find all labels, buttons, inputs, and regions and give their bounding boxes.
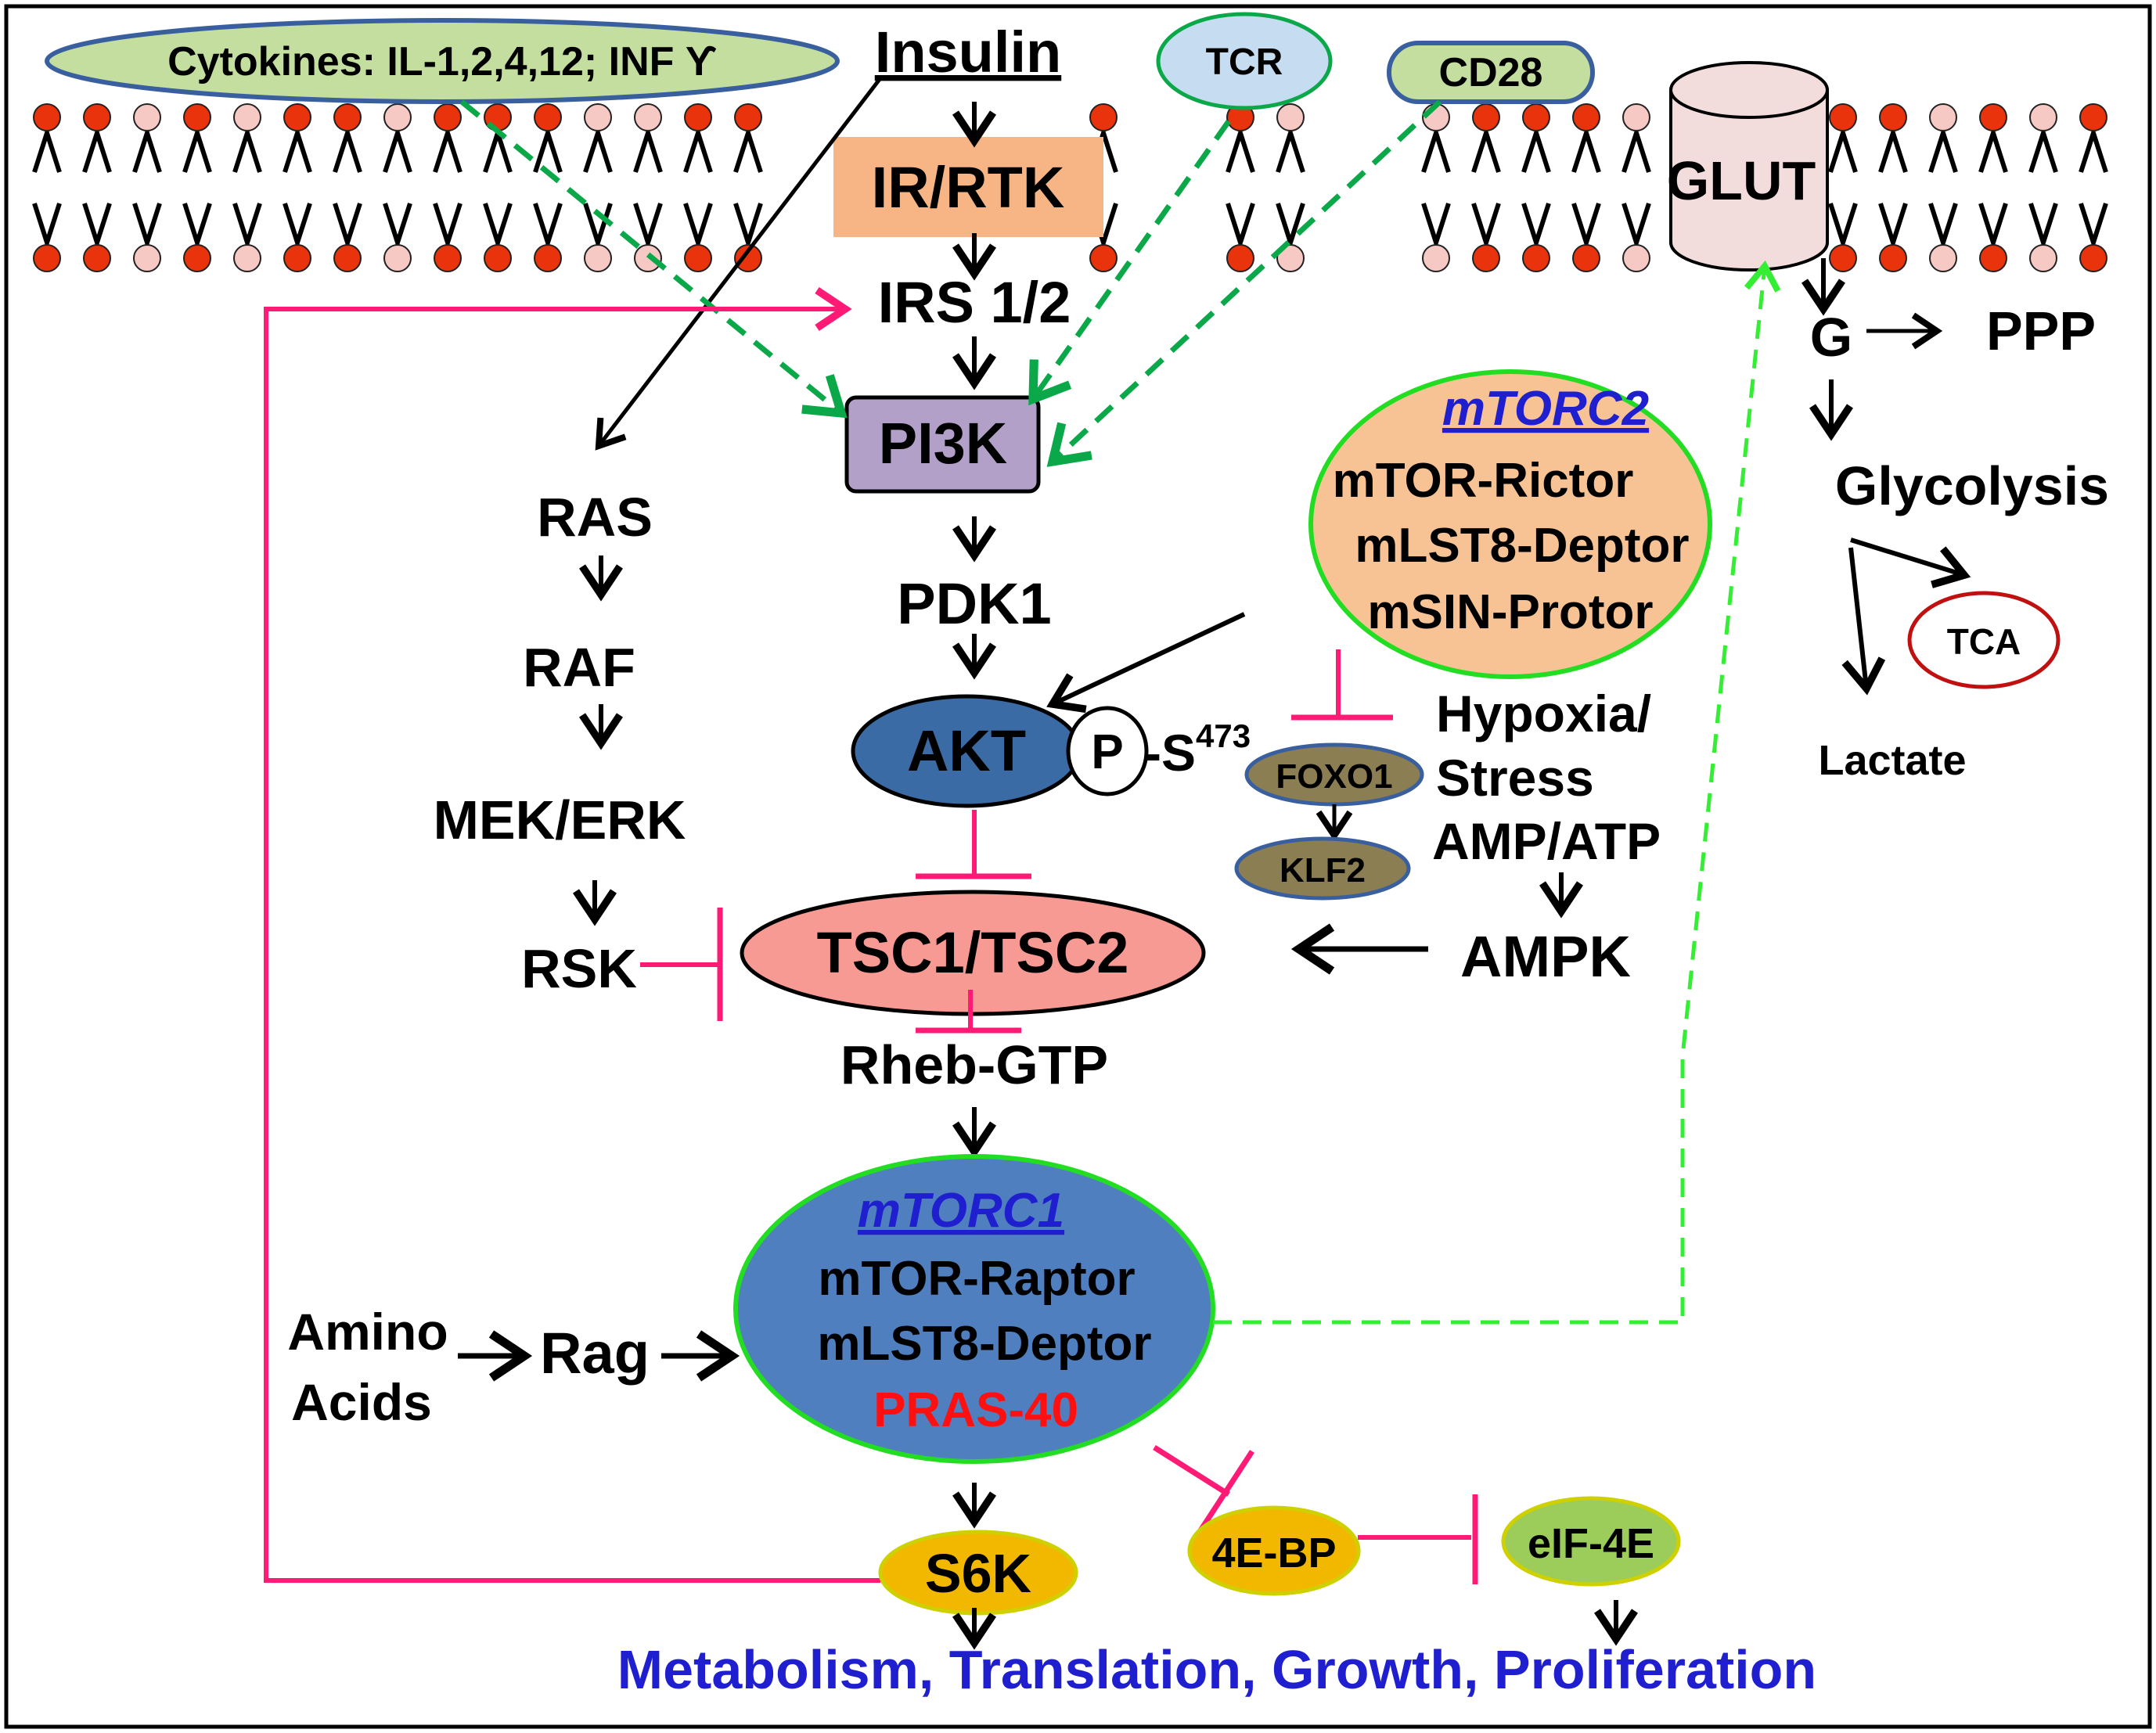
s6k-label: S6K: [925, 1543, 1031, 1604]
insulin-label: Insulin: [875, 20, 1061, 84]
lactate-label: Lactate: [1818, 737, 1966, 784]
klf2-node: [1234, 836, 1411, 901]
phospho-marker: [1066, 706, 1149, 796]
ampk-label: AMPK: [1460, 924, 1631, 989]
phospholipid: [433, 103, 463, 272]
raf-label: RAF: [523, 637, 635, 698]
phospholipid: [1978, 103, 2008, 272]
phospholipid: [533, 103, 563, 272]
phospholipid: [1276, 103, 1305, 272]
cytokines-receptor: [45, 18, 840, 104]
ir-rtk-box: [833, 137, 1103, 237]
outcome-label: Metabolism, Translation, Growth, Prolife…: [617, 1639, 1816, 1700]
phospho-site-text: -S: [1144, 724, 1196, 782]
4e-bp-label: 4E-BP: [1211, 1530, 1336, 1577]
glycolysis-label: Glycolysis: [1835, 455, 2109, 516]
stress-label: Stress: [1436, 749, 1594, 807]
phospholipid: [232, 103, 262, 272]
mek-erk-label: MEK/ERK: [434, 789, 686, 850]
rag-label: Rag: [540, 1321, 650, 1386]
phospholipid: [132, 103, 162, 272]
phospholipid: [1571, 103, 1601, 272]
mtorc1-line2: mLST8-Deptor: [817, 1317, 1151, 1371]
irs-label: IRS 1/2: [878, 270, 1071, 335]
mtorc2-line2: mLST8-Deptor: [1355, 519, 1689, 573]
eif-4e-label: eIF-4E: [1528, 1520, 1654, 1567]
tca-node: [1907, 591, 2061, 689]
glut-label: GLUT: [1667, 150, 1816, 211]
mtorc1-line3: PRAS-40: [873, 1383, 1078, 1437]
phospholipid: [1621, 103, 1651, 272]
mtorc1-complex: [733, 1154, 1215, 1464]
mtorc1-title: mTORC1: [858, 1184, 1064, 1238]
phospholipid: [32, 103, 62, 272]
cytokines-label: Cytokines: IL-1,2,4,12; INF ϒ: [167, 39, 717, 84]
pi3k-label: PI3K: [879, 411, 1008, 476]
phospholipid: [333, 103, 362, 272]
phospholipid: [182, 103, 212, 272]
phospho-p-label: P: [1091, 725, 1123, 779]
phospholipid: [1471, 103, 1501, 272]
akt-label: AKT: [907, 718, 1026, 783]
4e-bp-node: [1187, 1505, 1361, 1596]
ppp-label: PPP: [1986, 300, 2096, 361]
phospholipid: [2079, 103, 2108, 272]
phospholipid: [633, 103, 663, 272]
glut-transporter: GLUT: [1667, 61, 1829, 271]
cell-membrane: [32, 103, 2108, 272]
mtorc1-line1: mTOR-Raptor: [818, 1252, 1135, 1306]
phospholipid: [383, 103, 412, 272]
tsc-label: TSC1/TSC2: [817, 920, 1129, 985]
figure-frame: [4, 4, 2152, 1729]
ir-rtk-label: IR/RTK: [872, 155, 1065, 220]
phospholipid: [1521, 103, 1551, 272]
phospholipid: [82, 103, 112, 272]
pi3k-box: [844, 395, 1041, 494]
hypoxia-label: Hypoxia/: [1436, 685, 1651, 742]
foxo1-label: FOXO1: [1276, 757, 1392, 796]
cd28-label: CD28: [1439, 50, 1543, 95]
mtorc2-title: mTORC2: [1442, 382, 1649, 436]
phospholipid: [583, 103, 613, 272]
mtorc2-line1: mTOR-Rictor: [1333, 454, 1634, 508]
tcr-label: TCR: [1206, 41, 1283, 83]
cd28-receptor: [1387, 41, 1595, 104]
phospho-site-label: -S473: [1144, 717, 1251, 782]
klf2-label: KLF2: [1280, 851, 1366, 890]
amino-label: Amino: [287, 1303, 448, 1361]
phospholipid: [683, 103, 713, 272]
glucose-label: G: [1810, 307, 1852, 368]
phospholipid: [733, 103, 763, 272]
phospho-site-superscript: 473: [1196, 717, 1251, 754]
mtorc2-line3: mSIN-Protor: [1367, 585, 1653, 639]
amp-atp-label: AMP/ATP: [1432, 812, 1661, 870]
rheb-gtp-label: Rheb-GTP: [840, 1034, 1108, 1095]
pdk1-label: PDK1: [897, 571, 1051, 636]
acids-label: Acids: [291, 1373, 432, 1431]
phospholipid: [1828, 103, 1858, 272]
rsk-label: RSK: [521, 938, 637, 999]
ras-label: RAS: [537, 487, 653, 548]
tca-label: TCA: [1947, 621, 2021, 662]
tcr-receptor: [1156, 12, 1333, 110]
phospholipid: [2028, 103, 2058, 272]
phospholipid: [1878, 103, 1908, 272]
phospholipid: [283, 103, 312, 272]
mtorc2-complex: [1308, 369, 1712, 679]
phospholipid: [1928, 103, 1958, 272]
eif-4e-node: [1501, 1496, 1681, 1587]
